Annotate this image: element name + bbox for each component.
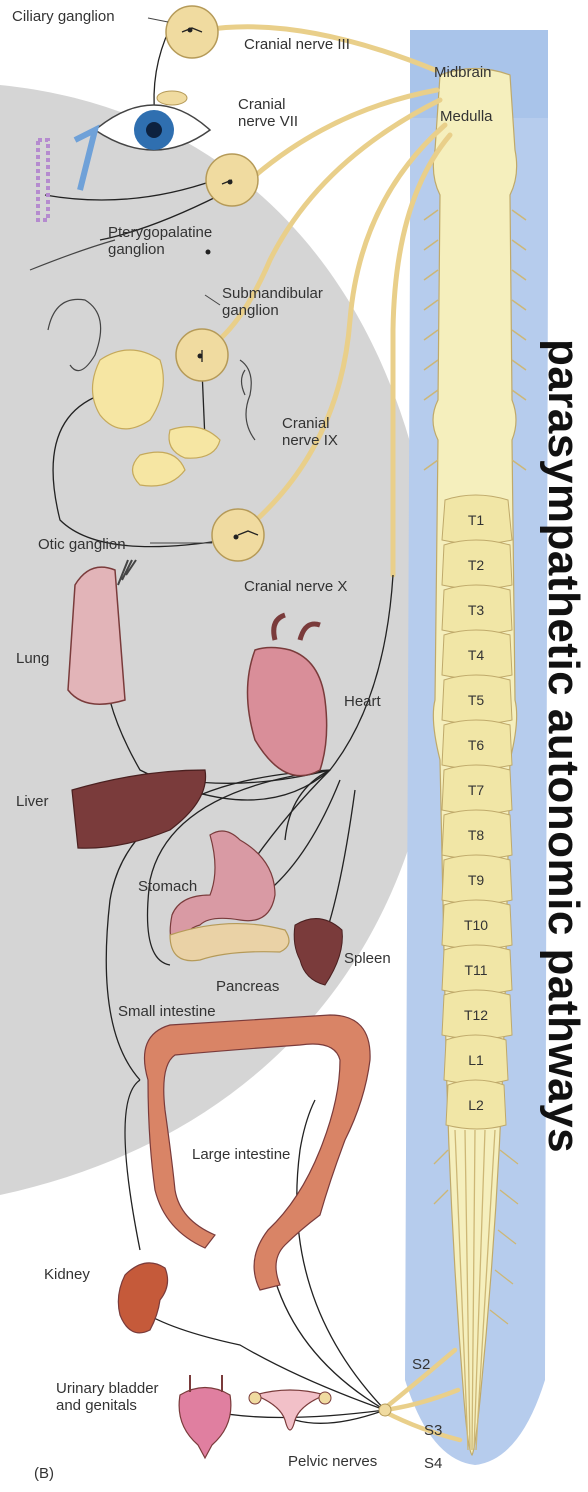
segment-label-t8: T8 [446, 827, 506, 843]
pterygopalatine-ganglion-label: Pterygopalatine ganglion [108, 224, 238, 258]
segment-label-t11: T11 [446, 962, 506, 978]
segment-label-t7: T7 [446, 782, 506, 798]
ciliary-ganglion-circle [166, 6, 218, 58]
submandibular-ganglion-label: Submandibular ganglion [222, 285, 342, 319]
medulla-label: Medulla [440, 108, 493, 125]
segment-label-l1: L1 [446, 1052, 506, 1068]
segment-label-t1: T1 [446, 512, 506, 528]
bladder-genitals-label: Urinary bladder and genitals [56, 1380, 166, 1414]
sacral-label-s3: S3 [424, 1422, 442, 1439]
pancreas-label: Pancreas [216, 978, 279, 995]
ciliary-ganglion-label: Ciliary ganglion [12, 8, 115, 25]
stomach-label: Stomach [138, 878, 197, 895]
segment-label-t2: T2 [446, 557, 506, 573]
kidney-label: Kidney [44, 1266, 90, 1283]
segment-label-t6: T6 [446, 737, 506, 753]
sacral-label-s2: S2 [412, 1356, 430, 1373]
cranial-nerve-x-label: Cranial nerve X [244, 578, 347, 595]
cranial-nerve-vii-label: Cranial nerve VII [238, 96, 318, 130]
segment-label-t5: T5 [446, 692, 506, 708]
vertebral-segments [442, 495, 512, 1129]
heart-label: Heart [344, 693, 381, 710]
liver-label: Liver [16, 793, 49, 810]
segment-label-t10: T10 [446, 917, 506, 933]
lung-label: Lung [16, 650, 49, 667]
segment-label-t3: T3 [446, 602, 506, 618]
sacral-label-s4: S4 [424, 1455, 442, 1472]
pelvic-nerves-label: Pelvic nerves [288, 1453, 377, 1470]
spleen-label: Spleen [344, 950, 391, 967]
segment-label-t4: T4 [446, 647, 506, 663]
cranial-nerve-iii-label: Cranial nerve III [244, 36, 350, 53]
segment-label-l2: L2 [446, 1097, 506, 1113]
midbrain-label: Midbrain [434, 64, 492, 81]
segment-label-t9: T9 [446, 872, 506, 888]
kidney [118, 1263, 167, 1333]
large-intestine-label: Large intestine [192, 1146, 290, 1163]
cranial-nerve-ix-label: Cranial nerve IX [282, 415, 362, 449]
segment-label-t12: T12 [446, 1007, 506, 1023]
diagram-title: parasympathetic autonomic pathways [538, 339, 588, 1153]
small-intestine-label: Small intestine [118, 1003, 216, 1020]
pelvic-ganglion [379, 1404, 391, 1416]
panel-label: (B) [34, 1465, 54, 1482]
otic-ganglion-label: Otic ganglion [38, 536, 126, 553]
